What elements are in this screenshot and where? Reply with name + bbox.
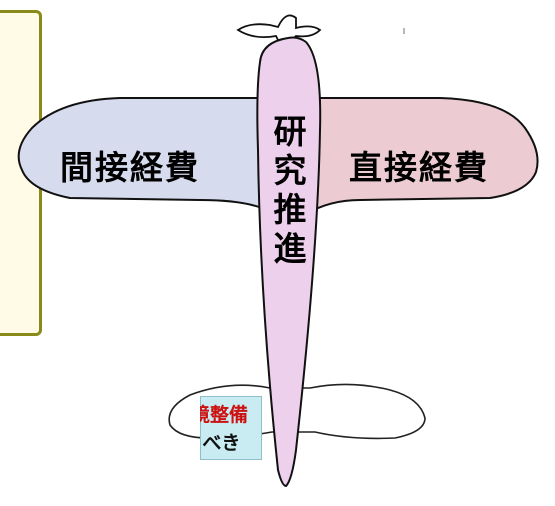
fuselage bbox=[256, 36, 322, 488]
right-wing bbox=[304, 97, 539, 216]
callout-line-2: えるべき bbox=[200, 432, 241, 454]
left-wing bbox=[17, 97, 268, 210]
callout-box bbox=[200, 396, 262, 460]
left-wing-label: 間接経費 bbox=[60, 148, 200, 187]
callout-line-1: 環境整備 bbox=[200, 404, 249, 426]
callout-text-clip: 環境整備 えるべき bbox=[200, 398, 262, 458]
fuselage-char: 推 bbox=[273, 190, 307, 229]
fuselage-label: 研 究 推 進 bbox=[270, 112, 310, 268]
fuselage-char: 進 bbox=[273, 229, 307, 268]
right-wing-label: 直接経費 bbox=[349, 148, 489, 187]
fuselage-char: 研 bbox=[273, 112, 307, 151]
fuselage-char: 究 bbox=[273, 151, 307, 190]
propeller bbox=[236, 14, 322, 41]
